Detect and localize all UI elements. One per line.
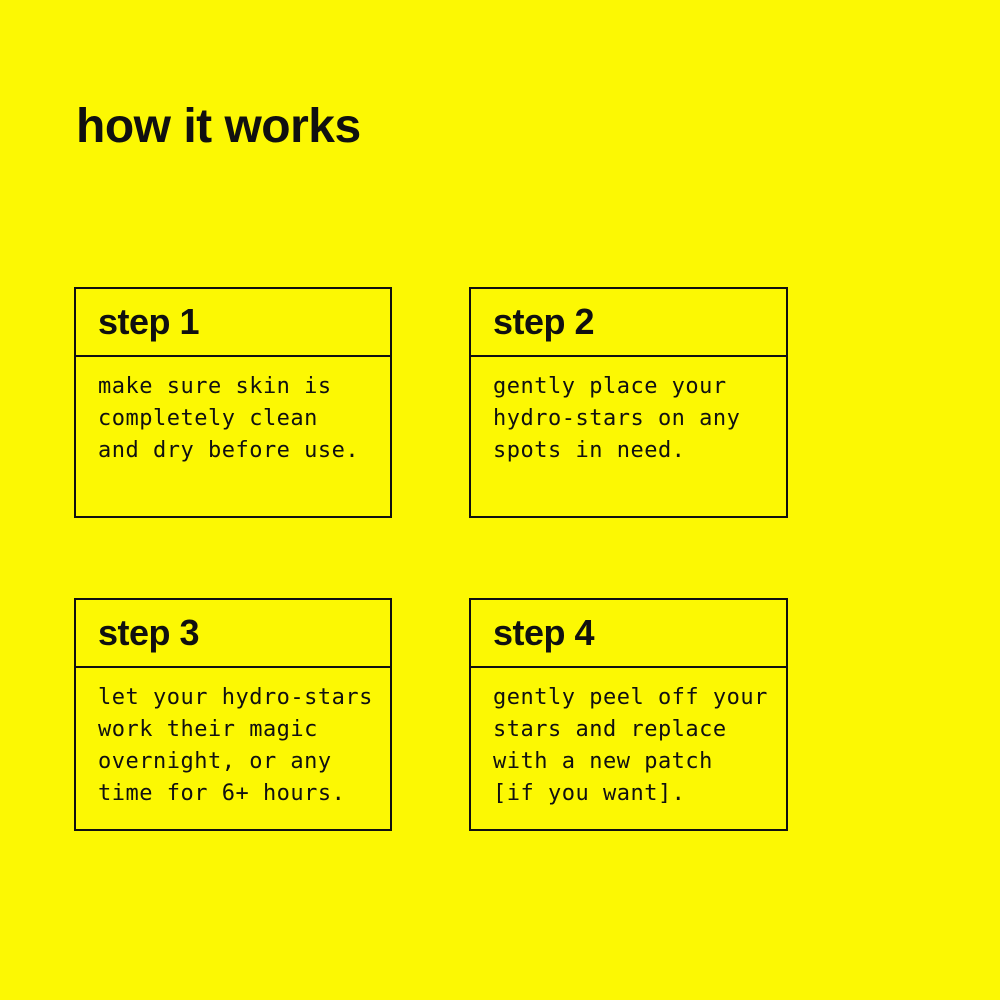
page-title: how it works	[76, 100, 361, 153]
step-card-3: step 3 let your hydro-stars work their m…	[74, 598, 392, 831]
step-2-description: gently place your hydro-stars on any spo…	[493, 374, 741, 463]
step-4-description: gently peel off your stars and replace w…	[493, 685, 768, 806]
step-card-1: step 1 make sure skin is completely clea…	[74, 287, 392, 518]
step-4-label: step 4	[493, 612, 595, 653]
step-card-4: step 4 gently peel off your stars and re…	[469, 598, 788, 831]
step-card-2: step 2 gently place your hydro-stars on …	[469, 287, 788, 518]
step-2-header: step 2	[471, 289, 786, 357]
step-1-header: step 1	[76, 289, 390, 357]
step-1-label: step 1	[98, 301, 200, 342]
step-1-description: make sure skin is completely clean and d…	[98, 374, 360, 463]
step-2-label: step 2	[493, 301, 595, 342]
step-3-header: step 3	[76, 600, 390, 668]
step-3-description: let your hydro-stars work their magic ov…	[98, 685, 373, 806]
step-3-label: step 3	[98, 612, 200, 653]
step-4-header: step 4	[471, 600, 786, 668]
